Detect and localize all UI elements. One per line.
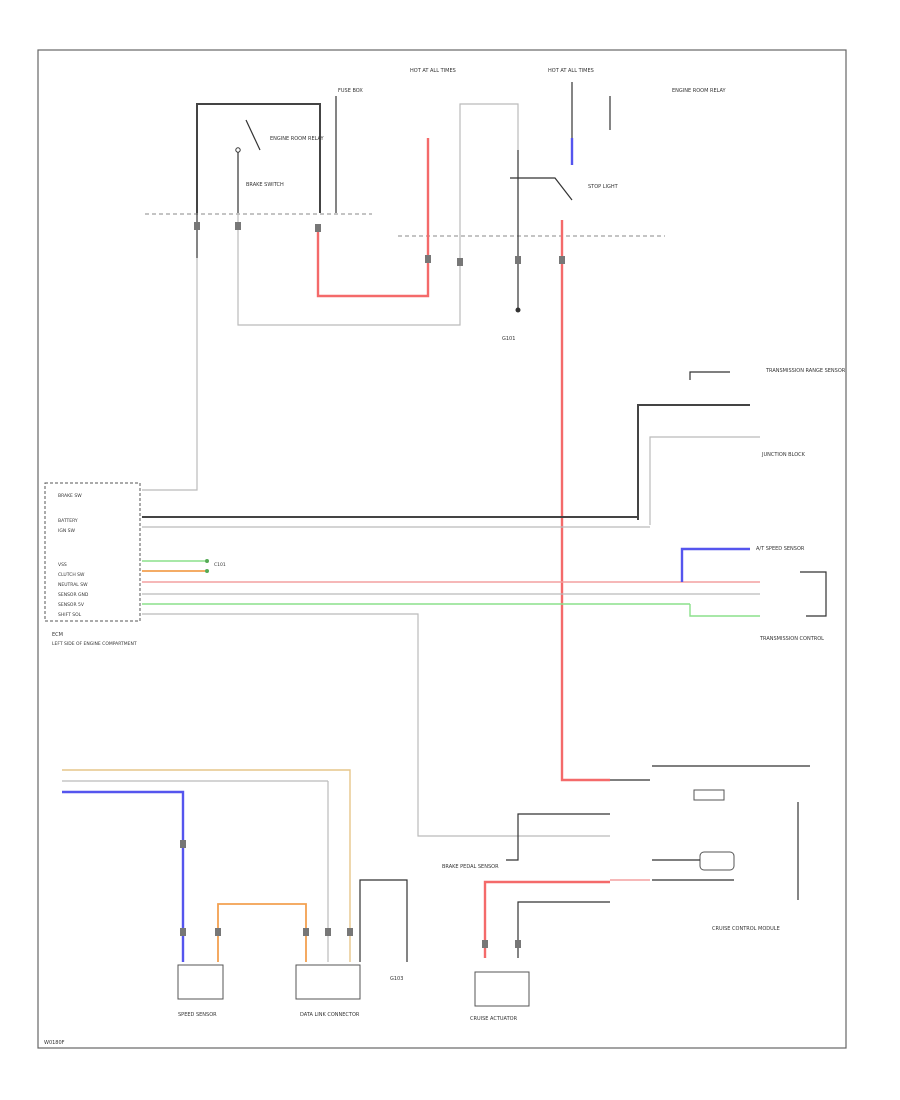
brake-switch-label: BRAKE SWITCH	[246, 182, 284, 188]
right-dark-wire	[637, 404, 750, 520]
ecm-box	[44, 482, 141, 622]
speed-sensor-right-label: A/T SPEED SENSOR	[756, 546, 805, 552]
actuator-dark-wire	[517, 901, 610, 958]
svg-text:VSS: VSS	[58, 562, 67, 568]
lower-tan-wire	[62, 769, 351, 962]
cruise-module-label: CRUISE CONTROL MODULE	[712, 926, 780, 932]
connector-ticks	[180, 222, 565, 948]
svg-text:SENSOR GND: SENSOR GND	[58, 592, 89, 598]
ground-bottom-label: G103	[390, 976, 403, 982]
svg-text:SENSOR 5V: SENSOR 5V	[58, 602, 85, 608]
actuator-label: CRUISE ACTUATOR	[470, 1016, 518, 1022]
actuator-top-wire	[506, 813, 610, 861]
red-feed-wire-top	[316, 138, 430, 298]
stop-switch-arm	[510, 177, 573, 201]
right-light-wire	[649, 436, 760, 525]
svg-text:BATTERY: BATTERY	[58, 518, 78, 524]
ecm-wire-5v-tail	[689, 604, 760, 617]
cruise-fuse	[693, 789, 725, 801]
svg-text:IGN SW: IGN SW	[58, 528, 75, 534]
speed-sensor-left-label: SPEED SENSOR	[178, 1012, 217, 1018]
actuator-red-wire	[483, 880, 610, 958]
red-main-wire	[560, 220, 610, 782]
actuator-box	[474, 971, 530, 1007]
svg-text:NEUTRAL SW: NEUTRAL SW	[58, 582, 88, 588]
footer-code: W0180F	[44, 1040, 65, 1046]
relay-loop-wire	[196, 103, 321, 213]
lower-blue-wire	[62, 790, 185, 962]
ecm-splice-1	[205, 559, 209, 563]
ecm-label: ECM	[52, 632, 63, 638]
diagram-frame	[37, 49, 847, 1049]
relay-node	[235, 147, 241, 153]
hot-label-1: HOT AT ALL TIMES	[410, 68, 456, 74]
stop-light-label: STOP LIGHT	[588, 184, 619, 190]
right-blue-wire	[680, 547, 750, 582]
lower-orange-loop	[217, 903, 307, 962]
relay-label-right: ENGINE ROOM RELAY	[672, 88, 727, 94]
ground-main-label: G101	[502, 336, 515, 342]
ecm-subtitle: LEFT SIDE OF ENGINE COMPARTMENT	[52, 641, 137, 647]
right-bracket	[800, 571, 827, 617]
brake-pedal-label: BRAKE PEDAL SENSOR	[442, 864, 499, 870]
ecm-splice-2	[205, 569, 209, 573]
ecm-splice-label: C101	[214, 562, 226, 568]
brake-sensor-box	[295, 964, 361, 1000]
ground-main-node	[515, 307, 521, 313]
ecm-pin-labels: BRAKE SW BATTERY IGN SW VSS CLUTCH SW NE…	[58, 493, 89, 618]
svg-text:SHIFT SOL: SHIFT SOL	[58, 612, 82, 618]
data-link-label: DATA LINK CONNECTOR	[300, 1012, 360, 1018]
junction-block-label: JUNCTION BLOCK	[761, 452, 806, 458]
svg-text:CLUTCH SW: CLUTCH SW	[58, 572, 85, 578]
ecm-wire-shift	[142, 613, 610, 837]
trans-sensor-label: TRANSMISSION RANGE SENSOR	[765, 368, 846, 374]
relay-to-ecm-wire	[142, 258, 198, 491]
lower-ground-loop	[359, 879, 408, 962]
svg-text:BRAKE SW: BRAKE SW	[58, 493, 82, 499]
middle-light-loop	[459, 103, 519, 255]
hot-label-2: HOT AT ALL TIMES	[548, 68, 594, 74]
right-top-short-wire	[689, 371, 730, 380]
transmission-control-label: TRANSMISSION CONTROL	[759, 636, 824, 642]
cruise-relay	[699, 851, 735, 871]
relay-contact	[245, 119, 261, 151]
speed-sensor-box	[177, 964, 224, 1000]
engine-room-relay-label: ENGINE ROOM RELAY	[270, 136, 325, 142]
relay-return-loop	[237, 213, 461, 326]
fuse-box-label: FUSE BOX	[338, 88, 363, 94]
